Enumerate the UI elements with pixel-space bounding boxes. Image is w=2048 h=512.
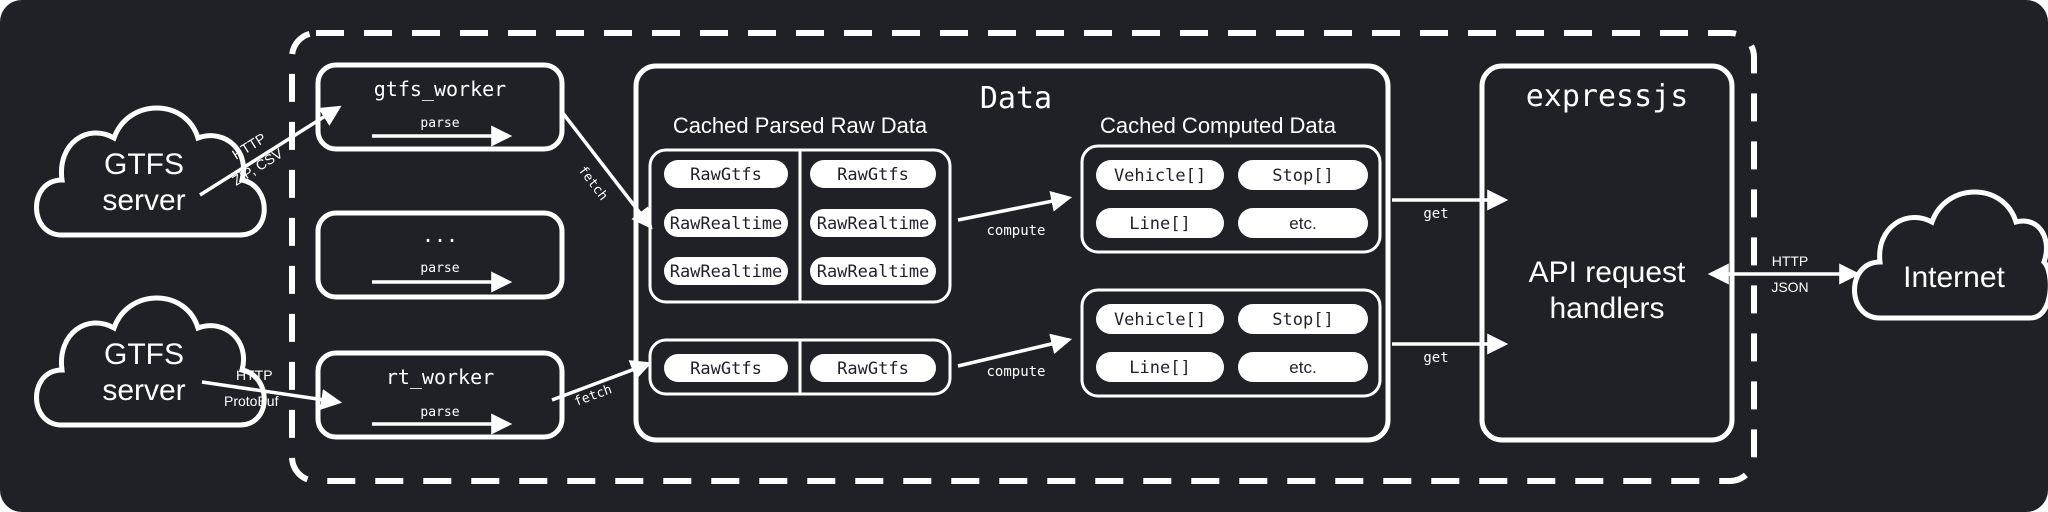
handler-label-line1: API request bbox=[1529, 256, 1686, 289]
source-protocol-line1: HTTP bbox=[236, 367, 273, 383]
pill-label: RawGtfs bbox=[690, 165, 762, 185]
pill-raw-gtfs bbox=[664, 354, 788, 382]
client-protocol-line1: HTTP bbox=[1772, 253, 1809, 269]
computed-section-title: Cached Computed Data bbox=[1100, 113, 1337, 138]
pill-stop bbox=[1238, 304, 1368, 334]
server-title: expressjs bbox=[1526, 79, 1689, 114]
pill-etc bbox=[1238, 208, 1368, 238]
pill-raw-gtfs bbox=[664, 160, 788, 188]
compute-label: compute bbox=[986, 364, 1045, 380]
data-store: Data Cached Parsed Raw Data Cached Compu… bbox=[633, 63, 1391, 443]
cloud-icon bbox=[34, 105, 267, 238]
raw-bottom-pills: RawGtfs RawGtfs bbox=[664, 354, 936, 382]
get-label: get bbox=[1423, 206, 1448, 222]
worker-title: ... bbox=[422, 223, 458, 247]
worker-ellipsis: ... parse bbox=[315, 210, 565, 300]
compute-label: compute bbox=[986, 223, 1045, 239]
pill-raw-realtime bbox=[664, 257, 788, 285]
worker-title: rt_worker bbox=[386, 365, 494, 389]
pill-stop bbox=[1238, 160, 1368, 190]
pill-label: etc. bbox=[1289, 358, 1316, 377]
pill-etc bbox=[1238, 352, 1368, 382]
pill-label: RawRealtime bbox=[817, 262, 930, 282]
computed-top-pills: Vehicle[] Stop[] Line[] etc. bbox=[1096, 160, 1368, 238]
client-protocol-line2: JSON bbox=[1771, 279, 1808, 295]
computed-data-group-bottom bbox=[1080, 288, 1382, 398]
pill-label: RawRealtime bbox=[670, 214, 783, 234]
source-protocol-line2: ProtoBuf bbox=[224, 393, 279, 409]
pill-line bbox=[1096, 352, 1224, 382]
pill-label: etc. bbox=[1289, 214, 1316, 233]
gtfs-server-cloud-1: GTFS server bbox=[34, 105, 267, 238]
pill-label: Stop[] bbox=[1272, 166, 1333, 186]
worker-action: parse bbox=[420, 261, 459, 276]
gtfs-server-cloud-2: GTFS server bbox=[34, 295, 267, 428]
worker-title: gtfs_worker bbox=[374, 77, 506, 101]
worker-box bbox=[315, 62, 565, 152]
pill-vehicle bbox=[1096, 304, 1224, 334]
get-label: get bbox=[1423, 350, 1448, 366]
data-store-box bbox=[633, 63, 1391, 443]
source-label-line1: GTFS bbox=[104, 338, 184, 371]
pill-raw-gtfs bbox=[810, 354, 936, 382]
fetch-arrow-2 bbox=[551, 360, 652, 402]
pill-raw-realtime bbox=[810, 209, 936, 237]
worker-action: parse bbox=[420, 405, 459, 420]
cloud-icon bbox=[1852, 189, 2048, 321]
worker-action: parse bbox=[420, 116, 459, 131]
client-label: Internet bbox=[1903, 261, 2005, 294]
source-arrow-1 bbox=[199, 105, 342, 197]
pill-line bbox=[1096, 208, 1224, 238]
server-box bbox=[1479, 63, 1735, 443]
pill-label: Vehicle[] bbox=[1114, 310, 1206, 330]
express-server: expressjs API request handlers bbox=[1479, 63, 1735, 443]
pill-label: RawRealtime bbox=[817, 214, 930, 234]
raw-top-pills: RawGtfs RawGtfs RawRealtime RawRealtime … bbox=[664, 160, 936, 285]
raw-section-title: Cached Parsed Raw Data bbox=[673, 113, 928, 138]
pill-label: RawRealtime bbox=[670, 262, 783, 282]
system-boundary bbox=[289, 30, 1757, 484]
pill-label: Vehicle[] bbox=[1114, 166, 1206, 186]
pill-raw-gtfs bbox=[810, 160, 936, 188]
worker-gtfs: gtfs_worker parse bbox=[315, 62, 565, 152]
pill-label: Stop[] bbox=[1272, 310, 1333, 330]
source-arrow-2 bbox=[201, 380, 343, 410]
pill-raw-realtime bbox=[810, 257, 936, 285]
computed-data-group-top bbox=[1080, 144, 1382, 254]
computed-bottom-pills: Vehicle[] Stop[] Line[] etc. bbox=[1096, 304, 1368, 382]
pill-label: Line[] bbox=[1129, 214, 1190, 234]
worker-box bbox=[315, 210, 565, 300]
source-label-line1: GTFS bbox=[104, 148, 184, 181]
cloud-icon bbox=[34, 295, 267, 428]
source-label-line2: server bbox=[102, 184, 185, 217]
compute-arrow-1 bbox=[957, 190, 1073, 222]
handler-label-line2: handlers bbox=[1549, 292, 1664, 325]
pill-vehicle bbox=[1096, 160, 1224, 190]
data-store-title: Data bbox=[980, 81, 1052, 116]
internet-cloud: Internet bbox=[1852, 189, 2048, 321]
pill-label: Line[] bbox=[1129, 358, 1190, 378]
pill-label: RawGtfs bbox=[837, 359, 909, 379]
source-label-line2: server bbox=[102, 374, 185, 407]
pill-raw-realtime bbox=[664, 209, 788, 237]
pill-label: RawGtfs bbox=[690, 359, 762, 379]
compute-arrow-2 bbox=[957, 333, 1073, 368]
pill-label: RawGtfs bbox=[837, 165, 909, 185]
